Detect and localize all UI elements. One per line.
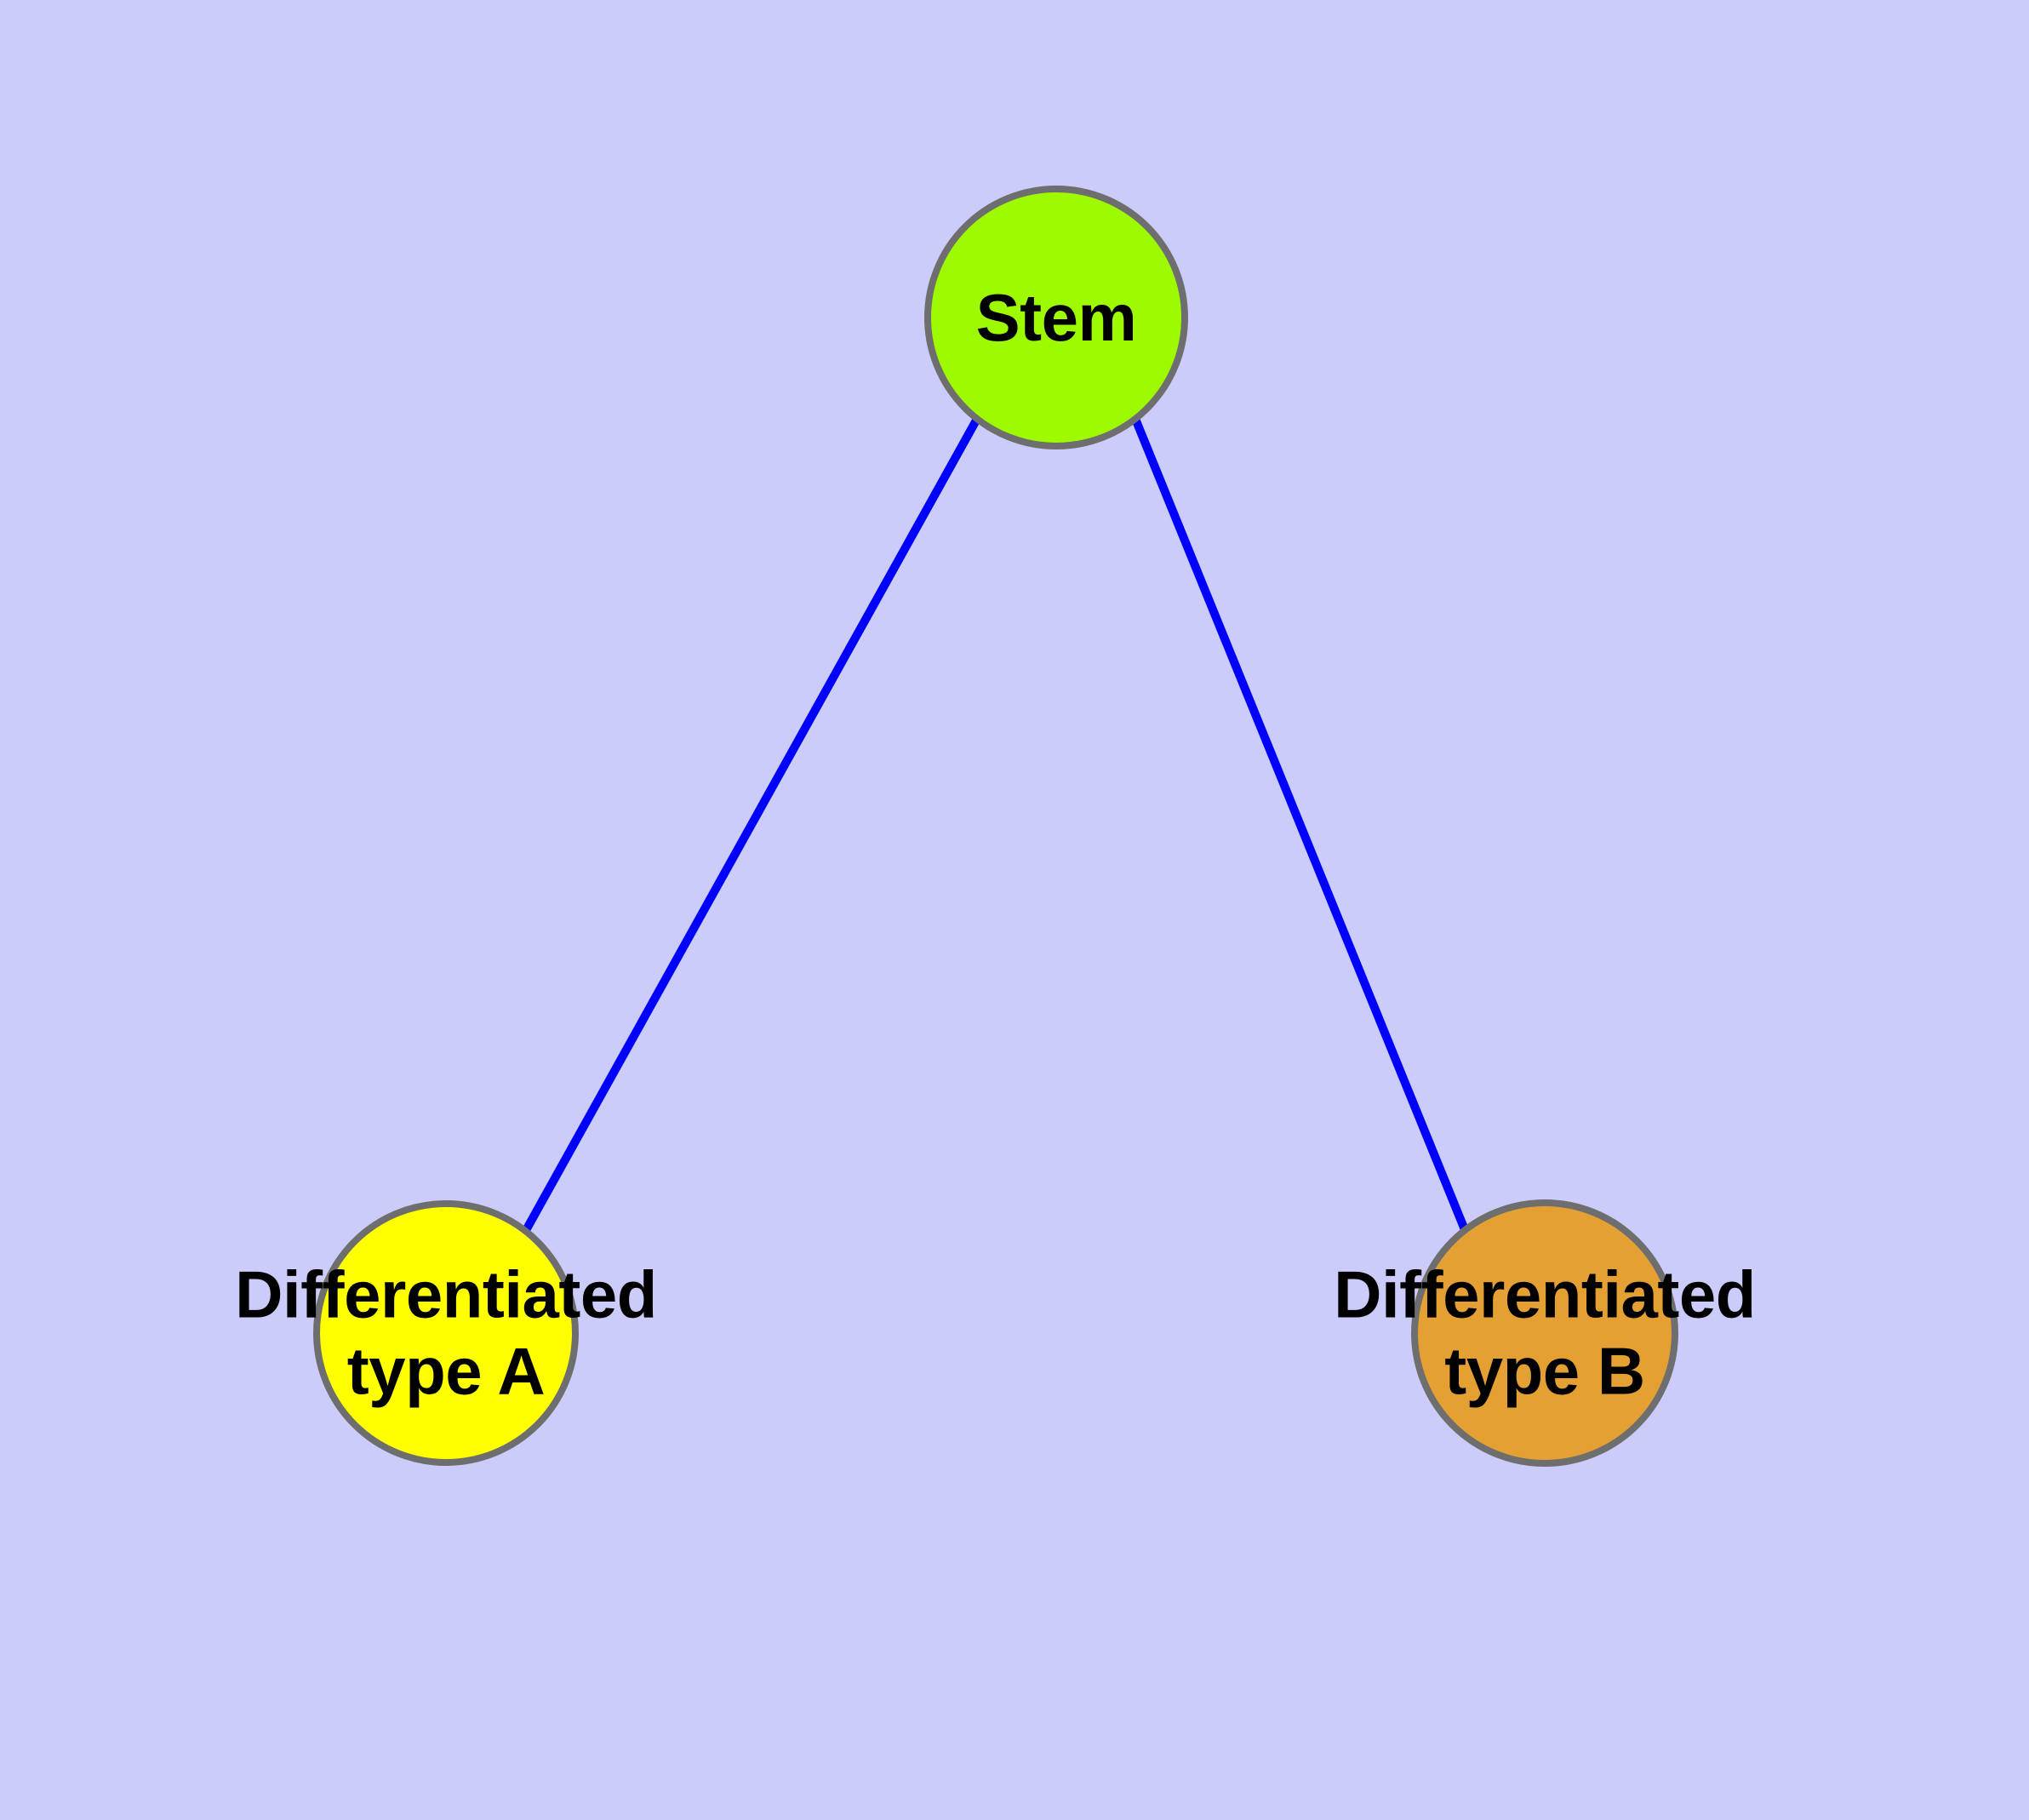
graph-node-diff_b[interactable]: [1411, 1199, 1678, 1467]
graph-edge-stem-to-diff_b: [1131, 417, 1470, 1233]
graph-node-diff_a[interactable]: [313, 1200, 579, 1466]
graph-node-stem[interactable]: [924, 186, 1188, 449]
graph-edge-stem-to-diff_a: [521, 416, 981, 1234]
node-layer: [313, 186, 1678, 1467]
edge-layer: [521, 416, 1470, 1234]
